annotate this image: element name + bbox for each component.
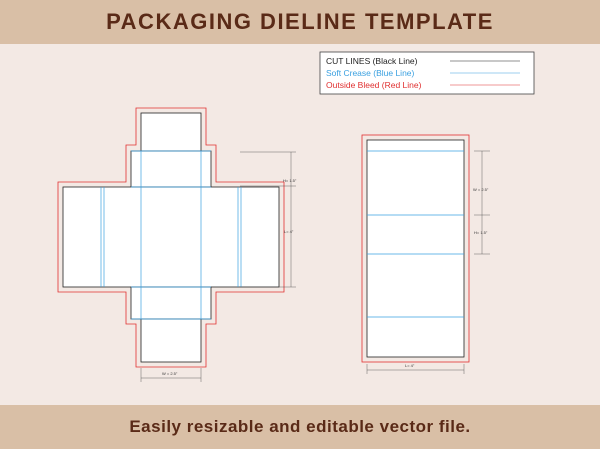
cross-middle-band	[62, 186, 280, 288]
strip-dim-height: H= 1.5"	[474, 230, 488, 235]
cross-bottom-wall	[130, 286, 212, 320]
legend-bleed-label: Outside Bleed (Red Line)	[326, 80, 422, 90]
strip-dim-width: W = 2.5"	[473, 187, 489, 192]
cross-dim-height: H= 1.5"	[283, 178, 297, 183]
strip-dim-length: L= 4"	[405, 363, 415, 368]
cross-top-wall	[130, 150, 212, 188]
strip-dieline: W = 2.5" H= 1.5" L= 4"	[361, 134, 490, 374]
cross-dim-width: W = 2.5"	[162, 371, 178, 376]
cross-bottom-flap	[140, 318, 202, 363]
page-title: PACKAGING DIELINE TEMPLATE	[106, 9, 494, 34]
legend-crease-label: Soft Crease (Blue Line)	[326, 68, 415, 78]
cross-crease-lines	[100, 150, 242, 320]
cross-bleed-outline	[57, 107, 285, 368]
cross-top-flap	[140, 112, 202, 152]
cross-dimension-lines	[140, 151, 296, 382]
header-band	[0, 0, 600, 44]
cross-dim-length: L= 4"	[284, 229, 294, 234]
strip-crease-lines	[367, 150, 464, 318]
legend: CUT LINES (Black Line) Soft Crease (Blue…	[319, 51, 535, 95]
footer-band	[0, 405, 600, 449]
cross-dieline: H= 1.5" L= 4" W = 2.5"	[57, 107, 297, 382]
strip-cut-outline	[366, 139, 465, 358]
footer-tagline: Easily resizable and editable vector fil…	[129, 417, 471, 436]
strip-bleed-outline	[361, 134, 470, 363]
legend-cut-label: CUT LINES (Black Line)	[326, 56, 418, 66]
strip-dimension-lines	[366, 150, 490, 374]
